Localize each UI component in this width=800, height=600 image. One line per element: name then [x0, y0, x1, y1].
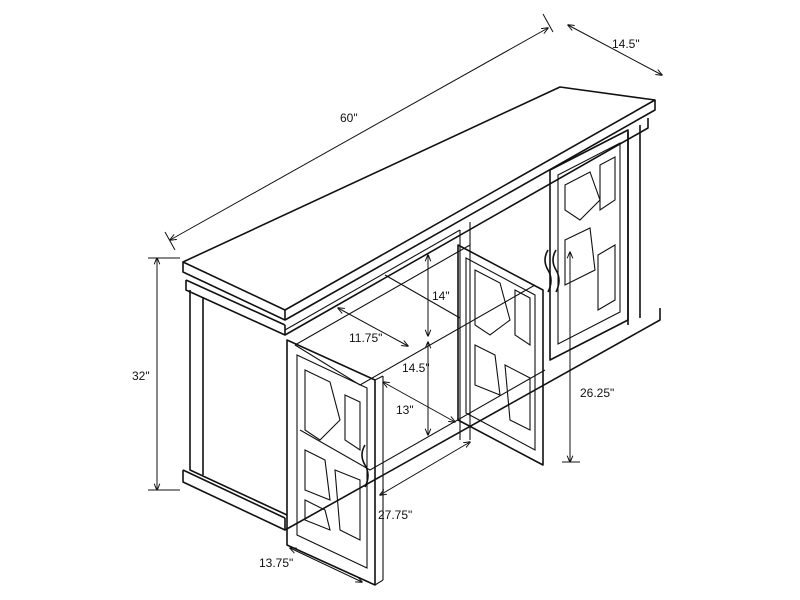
cabinet-right-side — [627, 125, 641, 325]
cabinet-top — [182, 86, 656, 321]
right-door-closed — [549, 129, 629, 361]
dim-label-width: 60" — [340, 111, 358, 125]
dim-label-depth: 14.5" — [612, 37, 640, 51]
dim-label-door-height: 26.25" — [580, 386, 614, 400]
right-door-handle-icon — [552, 249, 560, 293]
dim-label-lower-shelf-height: 14.5" — [402, 361, 430, 375]
dim-label-inner-depth: 13" — [396, 403, 414, 417]
left-door-open — [286, 339, 384, 586]
dim-label-door-width: 13.75" — [259, 556, 293, 570]
dimension-lines — [148, 13, 662, 582]
dim-label-inner-width: 27.75" — [378, 508, 412, 522]
interior-shelves — [284, 222, 546, 471]
cabinet-left-side — [189, 290, 288, 516]
cabinet-upper-trim — [185, 118, 649, 336]
cabinet-base — [182, 308, 661, 531]
dim-label-shelf-depth: 11.75" — [349, 331, 382, 345]
left-door-handle-icon — [361, 444, 369, 488]
center-door-open — [457, 244, 544, 466]
dim-label-height: 32" — [132, 369, 150, 383]
dim-label-upper-shelf-height: 14" — [432, 289, 450, 303]
